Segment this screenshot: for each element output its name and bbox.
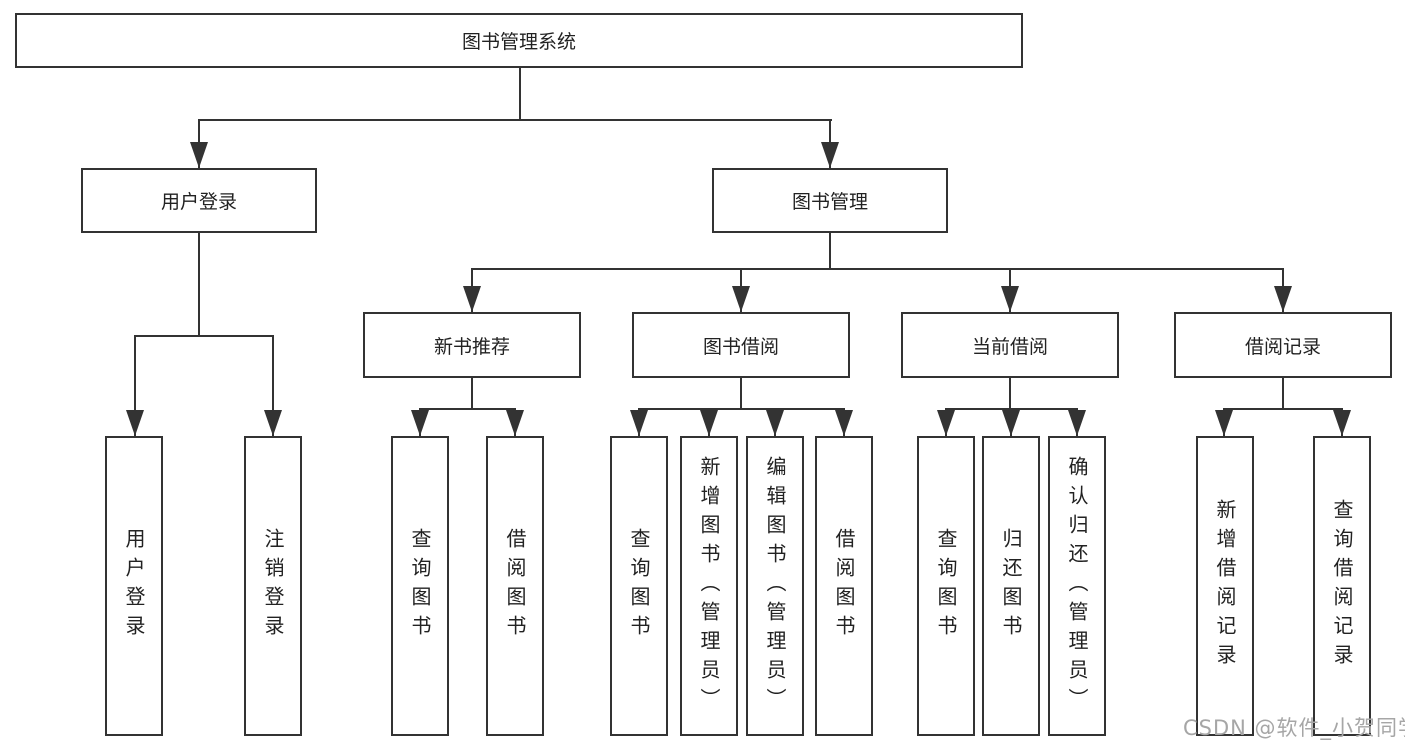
node-borrow-records-label: 借阅记录 <box>1244 335 1321 358</box>
node-current-borrow-label: 当前借阅 <box>971 335 1048 358</box>
arrowhead-leaf-logout <box>264 410 282 436</box>
leaf-query-books-recommend-label: 查询图书 <box>408 528 432 644</box>
connector-borrow-records-split <box>1223 408 1343 410</box>
arrowhead-leaf-user-login <box>126 410 144 436</box>
leaf-add-borrow-record-label: 新增借阅记录 <box>1213 499 1237 673</box>
connector-stem-leaf-logout <box>272 335 274 436</box>
arrowhead-book-management <box>821 142 839 168</box>
node-borrow-records: 借阅记录 <box>1174 312 1392 378</box>
connector-book-borrow-split <box>638 408 845 410</box>
leaf-return-books: 归还图书 <box>982 436 1040 736</box>
arrowhead-confirm-return-admin <box>1068 410 1086 436</box>
connector-book-management-stem <box>829 233 831 270</box>
node-current-borrow: 当前借阅 <box>901 312 1119 378</box>
leaf-logout-label: 注销登录 <box>261 528 285 644</box>
leaf-borrow-books-borrow-label: 借阅图书 <box>832 528 856 644</box>
connector-book-management-split <box>471 268 1284 270</box>
leaf-return-books-label: 归还图书 <box>999 528 1023 644</box>
node-book-management: 图书管理 <box>712 168 948 233</box>
connector-borrow-records-stem <box>1282 378 1284 410</box>
leaf-user-login: 用户登录 <box>105 436 163 736</box>
node-user-login-label: 用户登录 <box>160 191 237 213</box>
leaf-query-books-current-label: 查询图书 <box>934 528 958 644</box>
leaf-query-books-current: 查询图书 <box>917 436 975 736</box>
arrowhead-query-books-current <box>937 410 955 436</box>
connector-book-borrow-stem <box>740 378 742 410</box>
arrowhead-add-borrow-record <box>1215 410 1233 436</box>
connector-root-split <box>198 119 832 121</box>
node-root: 图书管理系统 <box>15 13 1023 68</box>
arrowhead-edit-books-admin <box>766 410 784 436</box>
arrowhead-return-books <box>1002 410 1020 436</box>
connector-user-login-split <box>134 335 274 337</box>
leaf-query-books-borrow-label: 查询图书 <box>627 528 651 644</box>
arrowhead-query-books-borrow <box>630 410 648 436</box>
arrowhead-query-books-recommend <box>411 410 429 436</box>
arrowhead-current-borrow <box>1001 286 1019 312</box>
node-new-book-recommend: 新书推荐 <box>363 312 581 378</box>
connector-new-book-recommend-split <box>419 408 516 410</box>
connector-root-stem <box>519 68 521 121</box>
arrowhead-borrow-books-borrow <box>835 410 853 436</box>
leaf-query-borrow-record-label: 查询借阅记录 <box>1330 499 1354 673</box>
leaf-query-borrow-record: 查询借阅记录 <box>1313 436 1371 736</box>
leaf-add-books-admin: 新增图书（管理员） <box>680 436 738 736</box>
leaf-user-login-label: 用户登录 <box>122 528 146 644</box>
node-book-borrow-label: 图书借阅 <box>702 335 779 358</box>
leaf-query-books-borrow: 查询图书 <box>610 436 668 736</box>
arrowhead-user-login <box>190 142 208 168</box>
node-book-management-label: 图书管理 <box>791 191 868 213</box>
connector-new-book-recommend-stem <box>471 378 473 410</box>
node-new-book-recommend-label: 新书推荐 <box>433 335 510 358</box>
connector-user-login-stem <box>198 233 200 337</box>
watermark: CSDN @软件_小贺同学 <box>1183 716 1405 740</box>
arrowhead-add-books-admin <box>700 410 718 436</box>
arrowhead-new-book-recommend <box>463 286 481 312</box>
leaf-query-books-recommend: 查询图书 <box>391 436 449 736</box>
connector-current-borrow-stem <box>1009 378 1011 410</box>
arrowhead-borrow-records <box>1274 286 1292 312</box>
leaf-edit-books-admin-label: 编辑图书（管理员） <box>763 455 787 717</box>
leaf-add-borrow-record: 新增借阅记录 <box>1196 436 1254 736</box>
leaf-confirm-return-admin-label: 确认归还（管理员） <box>1065 455 1089 717</box>
leaf-logout: 注销登录 <box>244 436 302 736</box>
connector-stem-leaf-user-login <box>134 335 136 436</box>
arrowhead-query-borrow-record <box>1333 410 1351 436</box>
node-book-borrow: 图书借阅 <box>632 312 850 378</box>
arrowhead-borrow-books-recommend <box>506 410 524 436</box>
leaf-add-books-admin-label: 新增图书（管理员） <box>697 455 721 717</box>
leaf-edit-books-admin: 编辑图书（管理员） <box>746 436 804 736</box>
leaf-confirm-return-admin: 确认归还（管理员） <box>1048 436 1106 736</box>
leaf-borrow-books-borrow: 借阅图书 <box>815 436 873 736</box>
leaf-borrow-books-recommend: 借阅图书 <box>486 436 544 736</box>
node-user-login: 用户登录 <box>81 168 317 233</box>
arrowhead-book-borrow <box>732 286 750 312</box>
leaf-borrow-books-recommend-label: 借阅图书 <box>503 528 527 644</box>
node-root-label: 图书管理系统 <box>461 31 576 53</box>
